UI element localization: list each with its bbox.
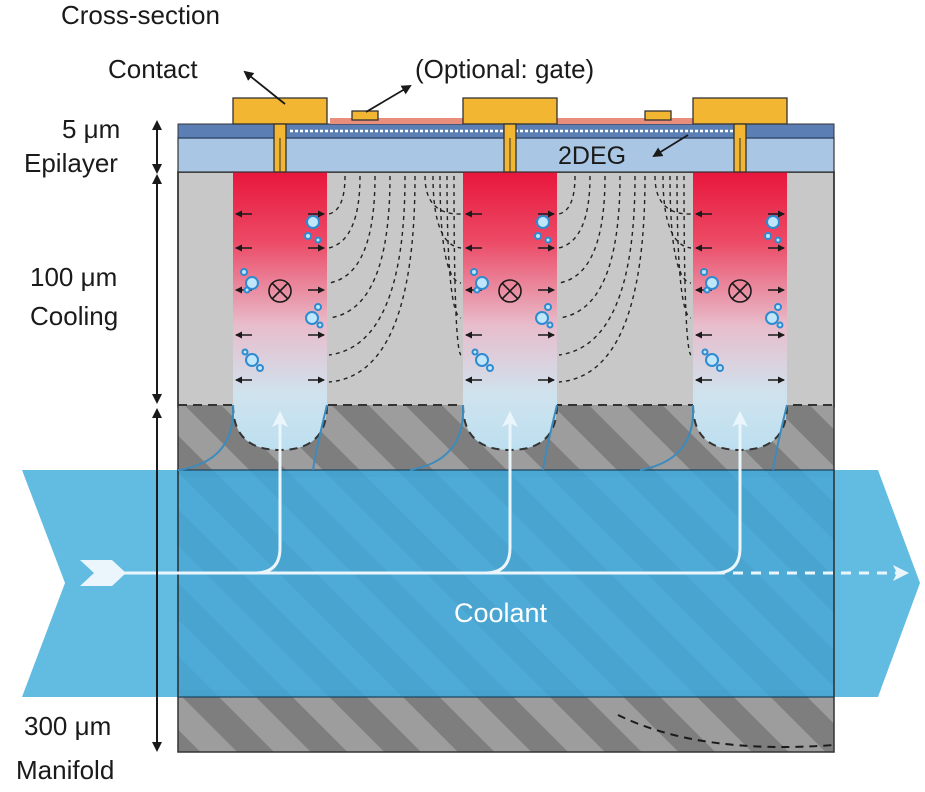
epilayer-thickness-label: 5 μm [62, 114, 120, 144]
contact-pointer [243, 70, 286, 105]
contact-label: Contact [108, 54, 198, 84]
gate-label: (Optional: gate) [415, 54, 594, 84]
manifold-lower [178, 690, 834, 752]
heat-flux-lines [328, 175, 692, 383]
cooling-thickness-label: 100 μm [30, 262, 117, 292]
manifold-thickness-label: 300 μm [24, 711, 111, 741]
flow-into-page-symbols [268, 279, 752, 303]
coolant-flow-paths [100, 411, 909, 581]
arrow-tail-fletching [80, 560, 126, 586]
manifold-name-label: Manifold [16, 755, 114, 785]
manifold-return-curve [617, 714, 835, 748]
cooling-name-label: Cooling [30, 301, 118, 331]
vapor-bubbles [240, 215, 784, 372]
coolant-label: Coolant [454, 598, 548, 628]
epilayer-name-label: Epilayer [24, 148, 118, 178]
metal-contacts [232, 97, 788, 173]
twodeg-pointer [652, 134, 689, 158]
gate-pointer [365, 84, 412, 113]
diagram-title: Cross-section [61, 0, 220, 30]
wall-heat-arrows [235, 210, 785, 384]
twodeg-label: 2DEG [558, 142, 626, 170]
